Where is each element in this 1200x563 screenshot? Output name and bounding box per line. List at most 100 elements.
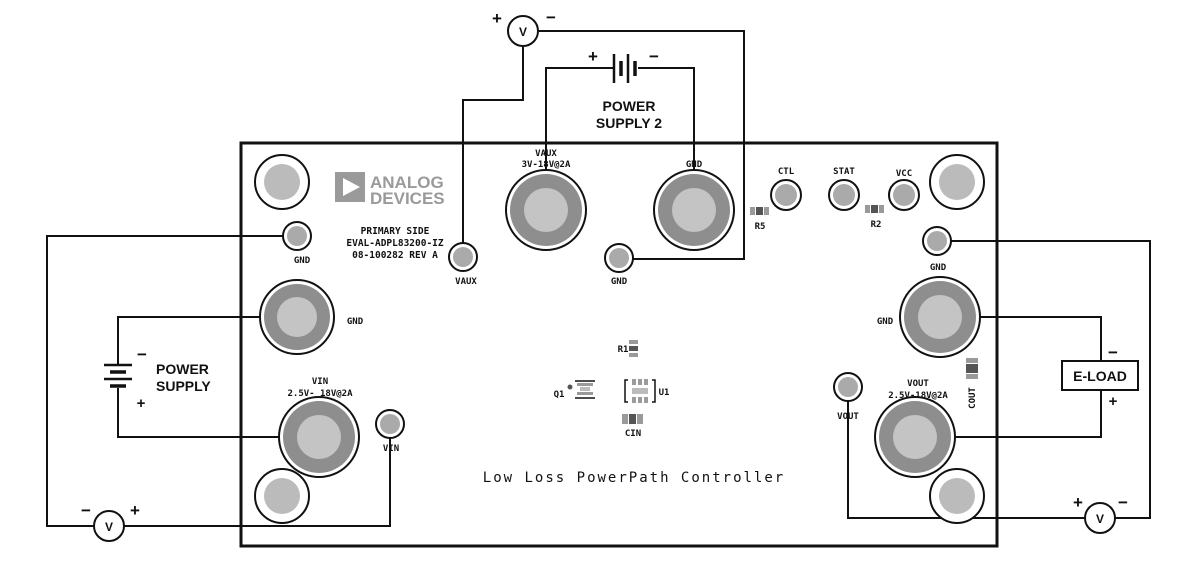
vout-range-label: 2.5V-18V@2A bbox=[888, 391, 948, 401]
cin-label: CIN bbox=[625, 429, 641, 439]
power-supply: − + POWER SUPPLY bbox=[104, 345, 211, 412]
testpoint-gnd-top-left bbox=[282, 221, 312, 251]
resistor-r5-footprint bbox=[750, 207, 769, 215]
vin-range-label: 2.5V- 18V@2A bbox=[287, 389, 353, 399]
wire-top-meter-minus bbox=[538, 30, 745, 260]
testpoint-gnd-center bbox=[604, 243, 634, 273]
voltmeter-top: V + − bbox=[492, 8, 556, 47]
wire-bl-meter-plus bbox=[124, 424, 391, 527]
terminal-vaux-large bbox=[505, 169, 587, 251]
mounting-holes bbox=[254, 154, 985, 524]
testpoint-vout bbox=[833, 372, 863, 402]
ps-label-line1: POWER bbox=[156, 361, 209, 377]
ps-label-line2: SUPPLY bbox=[156, 378, 211, 394]
meter-symbol: V bbox=[1096, 512, 1104, 526]
testpoint-stat bbox=[828, 179, 860, 211]
meter-symbol: V bbox=[105, 520, 113, 534]
svg-text:DEVICES: DEVICES bbox=[370, 189, 445, 208]
ps2-plus-sign: + bbox=[588, 47, 598, 66]
meter-minus-sign: − bbox=[546, 8, 556, 27]
mounting-hole-pad bbox=[264, 478, 300, 514]
vin-testpoint-label: VIN bbox=[383, 444, 399, 454]
meter-plus-sign: + bbox=[130, 501, 140, 520]
meter-minus-sign: − bbox=[81, 501, 91, 520]
testpoint-vcc bbox=[888, 179, 920, 211]
wire-ps-plus bbox=[117, 388, 319, 438]
gnd-top-left-label: GND bbox=[294, 256, 311, 266]
gnd-center-label: GND bbox=[611, 277, 628, 287]
mounting-hole-pad bbox=[939, 164, 975, 200]
test-points bbox=[282, 179, 952, 439]
voltmeter-bottom-left: V − + bbox=[81, 501, 140, 542]
wire-ps2-minus bbox=[638, 67, 695, 210]
board-silkscreen: PRIMARY SIDE EVAL-ADPL83200-IZ 08-100282… bbox=[287, 149, 978, 486]
gnd-right-terminal-label: GND bbox=[877, 317, 894, 327]
board-title: Low Loss PowerPath Controller bbox=[483, 470, 785, 486]
r1-label: R1 bbox=[618, 345, 629, 355]
wiring bbox=[46, 30, 1151, 527]
testpoint-gnd-top-right bbox=[922, 226, 952, 256]
primary-side-label: PRIMARY SIDE bbox=[361, 226, 430, 237]
terminal-gnd-right-large bbox=[899, 276, 981, 358]
ps2-label-line1: POWER bbox=[603, 98, 656, 114]
eload-plus-sign: + bbox=[1109, 393, 1118, 410]
wire-top-meter-plus bbox=[462, 47, 524, 252]
testpoint-vaux bbox=[448, 242, 478, 272]
vaux-testpoint-label: VAUX bbox=[455, 277, 477, 287]
wire-ps2-plus bbox=[545, 67, 608, 210]
eload-minus-sign: − bbox=[1108, 343, 1118, 362]
capacitor-cin-footprint bbox=[622, 414, 643, 424]
vcc-label: VCC bbox=[896, 169, 912, 179]
power-supply-2: + − POWER SUPPLY 2 bbox=[588, 47, 662, 131]
vaux-terminal-label: VAUX bbox=[535, 149, 557, 159]
r2-label: R2 bbox=[871, 220, 882, 230]
meter-minus-sign: − bbox=[1118, 493, 1128, 512]
testpoint-ctl bbox=[770, 179, 802, 211]
meter-symbol: V bbox=[519, 25, 527, 39]
meter-plus-sign: + bbox=[492, 9, 502, 28]
gnd-top-terminal-label: GND bbox=[686, 160, 703, 170]
ctl-label: CTL bbox=[778, 167, 795, 177]
terminal-vout-large bbox=[874, 396, 956, 478]
q1-label: Q1 bbox=[554, 390, 565, 400]
wire-ps-minus bbox=[117, 316, 297, 364]
terminal-gnd-left-large bbox=[259, 279, 335, 355]
capacitor-cout-footprint bbox=[966, 358, 978, 379]
gnd-left-terminal-label: GND bbox=[347, 317, 364, 327]
voltmeter-bottom-right: V + − bbox=[1073, 493, 1128, 534]
part-number-label: EVAL-ADPL83200-IZ bbox=[346, 238, 444, 249]
electronic-load: E-LOAD − + bbox=[1061, 343, 1139, 410]
vout-testpoint-label: VOUT bbox=[837, 412, 859, 422]
meter-plus-sign: + bbox=[1073, 493, 1083, 512]
analog-devices-logo: ANALOG DEVICES bbox=[335, 172, 445, 208]
revision-label: 08-100282 REV A bbox=[352, 250, 438, 261]
vin-terminal-label: VIN bbox=[312, 377, 328, 387]
wire-bl-meter-minus bbox=[46, 235, 297, 527]
ps2-label-line2: SUPPLY 2 bbox=[596, 115, 662, 131]
ps-plus-sign: + bbox=[137, 395, 146, 412]
resistor-r1-footprint bbox=[629, 340, 638, 357]
large-terminals bbox=[259, 169, 981, 478]
wire-br-meter-plus bbox=[847, 387, 1085, 519]
resistor-r2-footprint bbox=[865, 205, 884, 213]
mounting-hole-pad bbox=[939, 478, 975, 514]
cout-label: COUT bbox=[968, 387, 978, 409]
ps2-minus-sign: − bbox=[649, 47, 659, 66]
vout-terminal-label: VOUT bbox=[907, 379, 929, 389]
svg-text:ANALOG: ANALOG bbox=[370, 173, 444, 192]
ps-minus-sign: − bbox=[137, 345, 147, 364]
r5-label: R5 bbox=[755, 222, 766, 232]
smd-parts bbox=[567, 205, 978, 424]
vaux-range-label: 3V-18V@2A bbox=[522, 160, 571, 170]
transistor-q1-footprint bbox=[567, 380, 595, 399]
stat-label: STAT bbox=[833, 167, 855, 177]
terminal-gnd-top-large bbox=[653, 169, 735, 251]
wire-eload-minus bbox=[940, 316, 1102, 361]
testpoint-vin bbox=[375, 409, 405, 439]
wire-br-meter-minus bbox=[937, 240, 1151, 519]
terminal-vin-large bbox=[278, 396, 360, 478]
ic-u1-footprint bbox=[624, 379, 656, 403]
eload-label: E-LOAD bbox=[1073, 368, 1127, 384]
